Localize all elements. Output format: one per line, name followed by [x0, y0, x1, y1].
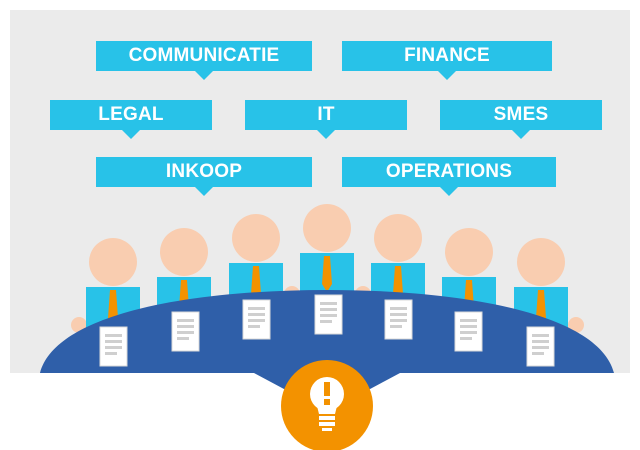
- department-tag-smes: SMES: [440, 100, 602, 139]
- tag-pointer: [439, 186, 459, 196]
- tag-pointer: [316, 129, 336, 139]
- document-icon: [314, 294, 343, 335]
- tag-pointer: [511, 129, 531, 139]
- tag-pointer: [121, 129, 141, 139]
- department-label: OPERATIONS: [385, 161, 513, 182]
- document-icon: [454, 311, 483, 352]
- document-icon: [242, 299, 271, 340]
- department-tag-legal: LEGAL: [50, 100, 212, 139]
- document-icon: [171, 311, 200, 352]
- department-label: LEGAL: [98, 104, 164, 125]
- person-icon: [86, 238, 140, 337]
- document-icon: [384, 299, 413, 340]
- person-icon: [300, 204, 354, 303]
- department-label: SMES: [493, 104, 549, 125]
- tag-pointer: [194, 70, 214, 80]
- department-tag-finance: FINANCE: [342, 41, 552, 80]
- department-label: INKOOP: [165, 161, 243, 182]
- department-tag-it: IT: [245, 100, 407, 139]
- department-tag-inkoop: INKOOP: [96, 157, 312, 196]
- hand: [568, 317, 584, 333]
- department-tag-communicatie: COMMUNICATIE: [96, 41, 312, 80]
- department-label: IT: [317, 104, 335, 125]
- document-icon: [99, 326, 128, 367]
- department-tag-operations: OPERATIONS: [342, 157, 556, 196]
- tag-pointer: [437, 70, 457, 80]
- department-label: COMMUNICATIE: [128, 45, 280, 66]
- tag-pointer: [194, 186, 214, 196]
- document-icon: [526, 326, 555, 367]
- lightbulb-icon: [281, 360, 373, 450]
- department-label: FINANCE: [404, 45, 490, 66]
